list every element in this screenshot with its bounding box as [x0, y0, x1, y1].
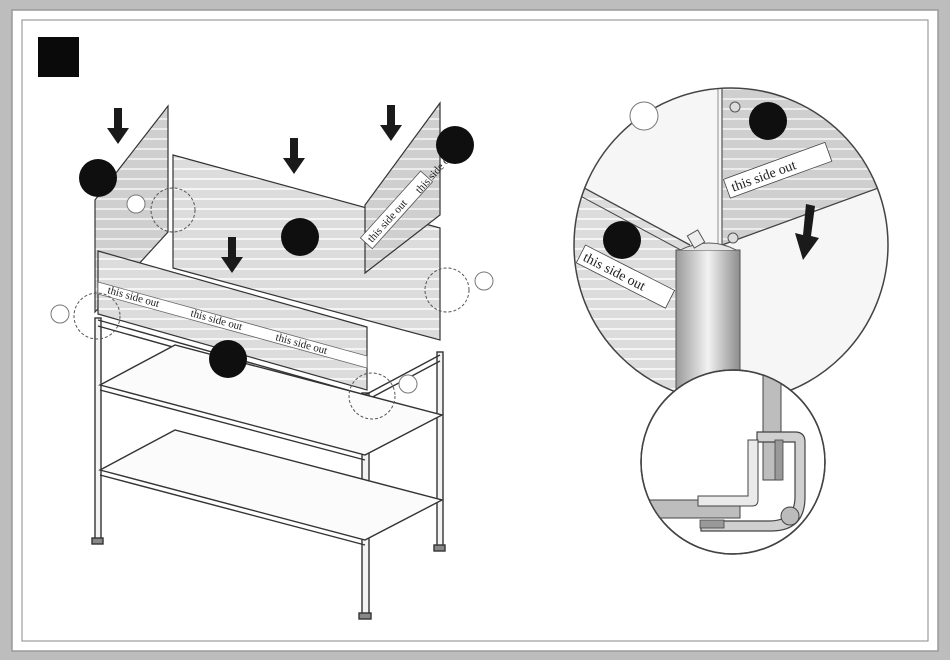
- detail-marker-right: [749, 102, 787, 140]
- detail-open-marker: [630, 102, 658, 130]
- detail-marker-left: [603, 221, 641, 259]
- step-badge: [38, 37, 79, 77]
